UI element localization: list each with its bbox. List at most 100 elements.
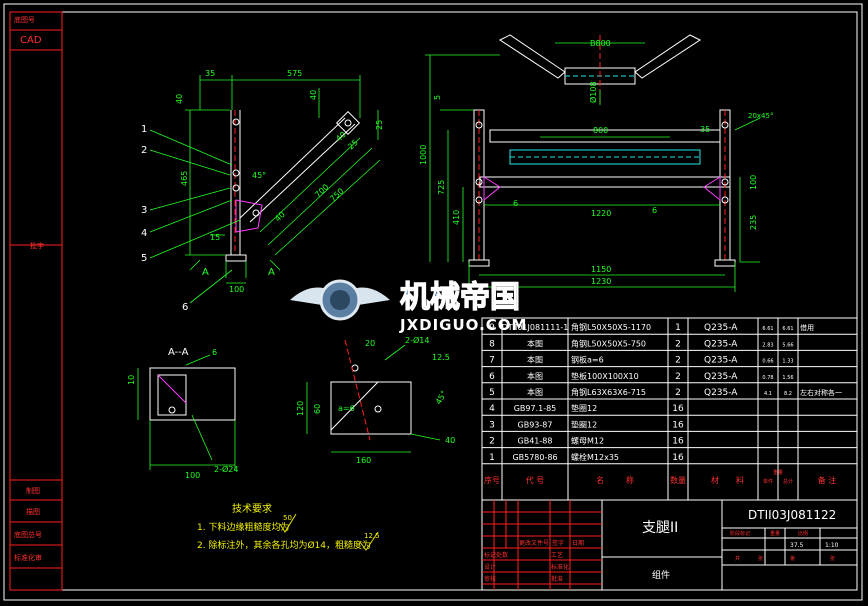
leader-1: 1 (141, 124, 147, 135)
dim-foot-40: 40 (445, 436, 455, 445)
dim-front-108: Ø108 (588, 81, 598, 103)
dim-foot-thickness: a=6 (338, 404, 355, 413)
tech-note-2: 2. 除标注外，其余各孔均为Ø14，粗糙度为 (197, 539, 371, 551)
dim-foot-60: 60 (313, 404, 322, 414)
bom-cell-code: 本图 (527, 387, 543, 397)
dim-front-6a: 6 (513, 199, 518, 208)
section-aa: A--A 6 10 100 2-Ø24 (127, 347, 238, 480)
bom-cell-no: 8 (489, 339, 495, 349)
drawing-number: DTII03J081122 (748, 508, 836, 522)
bom-cell-name: 角钢L50X50X5-1170 (571, 322, 651, 332)
dim-section-10: 10 (127, 375, 136, 385)
dim-side-575: 575 (287, 69, 302, 78)
tb-label-date: 日期 (572, 539, 584, 547)
dim-front-100: 100 (749, 175, 758, 190)
tb-weight-value: 37.5 (790, 542, 804, 549)
dim-front-1150: 1150 (591, 265, 611, 274)
dim-foot-20: 20 (365, 339, 375, 348)
watermark-title: 机械帝国 (400, 280, 520, 315)
tb-label-process: 工艺 (551, 551, 563, 559)
dim-front-1230: 1230 (591, 277, 611, 286)
section-aa-title: A--A (168, 347, 189, 358)
leader-2: 2 (141, 145, 147, 156)
bom-cell-code: GB5780-86 (512, 453, 557, 462)
bom-cell-code: GB41-88 (518, 437, 553, 446)
bom-header-3: 称 (626, 475, 634, 485)
side-strip: 底图号 CAD 批字 制图 描图 底图总号 标准化审 (9, 11, 63, 591)
bom-cell-qty: 2 (675, 356, 681, 366)
dim-side-40a: 40 (175, 94, 184, 104)
gear-hub-icon (330, 290, 350, 310)
side-label-5: 底图总号 (14, 530, 42, 539)
bom-header-0: 序号 (484, 475, 500, 485)
foot-plate: 20 2-Ø14 12.5 120 60 a=6 45° 160 40 (296, 335, 455, 465)
bom-cell-qty: 16 (672, 420, 684, 430)
bom-header-6: 料 (736, 475, 744, 485)
tb-weight-label: 重量 (770, 530, 780, 537)
leader-6: 6 (182, 302, 188, 313)
bom-header-2: 名 (596, 475, 604, 485)
bom-cell-mat: Q235-A (704, 388, 738, 398)
part-type: 组件 (652, 569, 670, 581)
bom-cell-qty: 16 (672, 437, 684, 447)
tb-scale-value: 1:10 (825, 542, 839, 549)
tb-label-mark: 标记 (484, 551, 496, 559)
side-label-0: 底图号 (14, 15, 35, 24)
bom-cell-w1: 4.1 (764, 391, 772, 397)
bom-cell-w1: 2.83 (762, 342, 773, 348)
bom-cell-qty: 2 (675, 339, 681, 349)
bom-cell-qty: 1 (675, 323, 681, 333)
bom-header-7: 单件 (763, 478, 773, 485)
tb-label-change-doc: 更改文件号 (519, 539, 549, 547)
dim-side-100: 100 (229, 285, 244, 294)
bom-cell-no: 9 (489, 323, 495, 333)
bom-cell-name: 螺母M12 (571, 436, 604, 446)
dim-front-725: 725 (437, 180, 446, 195)
dim-front-chamfer: 20x45° (748, 112, 773, 120)
bom-cell-qty: 16 (672, 404, 684, 414)
dim-front-410: 410 (452, 210, 461, 225)
dim-side-35: 35 (205, 69, 215, 78)
tb-label-count: 处数 (496, 551, 508, 559)
bom-weight-label: 重量 (773, 469, 783, 476)
dim-side-45: 45° (252, 171, 266, 180)
bom-cell-w2: 6.61 (782, 326, 793, 332)
section-mark-a-left: A (202, 267, 209, 278)
side-label-6: 标准化审 (14, 553, 42, 562)
bom-header-5: 材 (711, 475, 719, 485)
dim-front-800: 800 (593, 126, 608, 135)
bom-cell-name: 垫板100X100X10 (571, 371, 639, 381)
dim-front-1000: 1000 (419, 145, 428, 165)
roughness-1: 50 (283, 514, 292, 522)
bom-cell-w2: 5.66 (782, 342, 793, 348)
bom-header-1: 代 号 (526, 475, 545, 485)
bom-cell-no: 2 (489, 437, 495, 447)
bom-cell-name: 角钢L63X63X6-715 (571, 387, 646, 397)
tb-label-approve: 批准 (551, 575, 563, 583)
bom-cell-w1: 0.66 (762, 359, 773, 365)
dim-foot-45: 45° (434, 389, 449, 406)
roughness-2: 12.5 (364, 532, 380, 540)
dim-front-1220: 1220 (591, 209, 611, 218)
dim-side-465: 465 (180, 171, 189, 186)
dim-side-25: 25 (375, 120, 384, 130)
watermark-url: JXDIGUO.COM (399, 316, 527, 334)
tb-sheets-total: 共 (735, 555, 740, 562)
tb-label-design: 设计 (484, 563, 496, 571)
bom-cell-code: GB97.1-85 (514, 404, 557, 413)
tb-label-standard: 标准化 (551, 563, 569, 571)
bom-cell-qty: 2 (675, 372, 681, 382)
bom-cell-code: 本图 (527, 371, 543, 381)
tech-note-1: 1. 下料边缘粗糙度均为 (197, 521, 289, 533)
bom-cell-name: 螺栓M12x35 (571, 452, 619, 462)
bom-cell-mat: Q235-A (704, 339, 738, 349)
bom-cell-code: 本图 (527, 355, 543, 365)
leader-3: 3 (141, 205, 147, 216)
bom-cell-no: 7 (489, 356, 495, 366)
bom-cell-w1: 6.61 (762, 326, 773, 332)
part-name: 支腿II (642, 520, 678, 536)
dim-front-5: 5 (433, 95, 442, 100)
bom-cell-no: 3 (489, 420, 495, 430)
tech-notes: 技术要求 1. 下料边缘粗糙度均为 2. 除标注外，其余各孔均为Ø14，粗糙度为… (197, 502, 380, 551)
